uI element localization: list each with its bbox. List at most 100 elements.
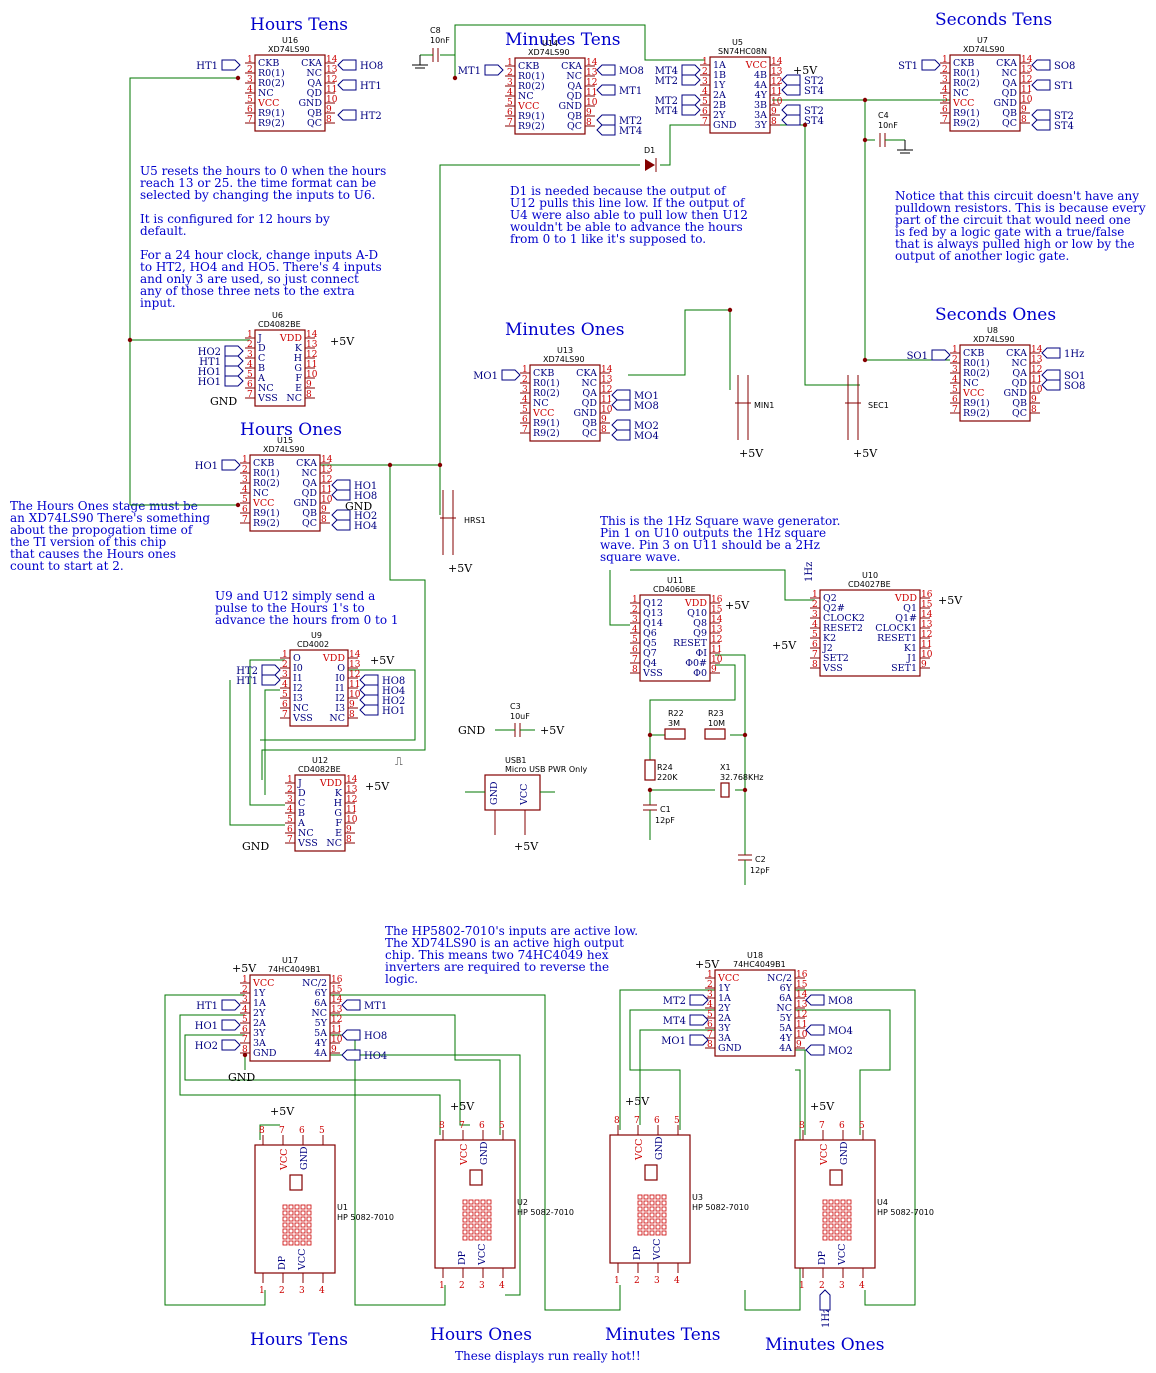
pin-number: 6 bbox=[282, 700, 288, 710]
net-label-text: MT2 bbox=[663, 996, 686, 1007]
pin-number: 7 bbox=[247, 115, 253, 125]
net-label-text: HT2 bbox=[236, 666, 258, 677]
sec1-switch[interactable]: SEC1 +5V bbox=[845, 375, 889, 460]
net-label-text: MO2 bbox=[634, 421, 659, 432]
ic-pin-label: 3Y bbox=[718, 1023, 731, 1034]
pin-number: 6 bbox=[654, 1116, 660, 1126]
ic-pin-label: NC bbox=[533, 398, 549, 409]
pin-number: 14 bbox=[321, 455, 333, 465]
ic-ref: U8 bbox=[987, 326, 998, 335]
pin-number: 11 bbox=[1031, 375, 1042, 385]
r22-value: 3M bbox=[668, 719, 680, 728]
display-gnd-label: GND bbox=[479, 1141, 490, 1165]
pin-number: 5 bbox=[674, 1116, 680, 1126]
ic-ref: U18 bbox=[747, 951, 763, 960]
ic-pin-label: 1Y bbox=[718, 983, 731, 994]
ic-pin-label: NC bbox=[566, 71, 582, 82]
ic-pin-label: QA bbox=[567, 81, 582, 92]
pin-number: 9 bbox=[346, 825, 352, 835]
min1-switch[interactable]: MIN1 +5V bbox=[735, 375, 774, 460]
pin-number: 4 bbox=[702, 87, 708, 97]
note-line: This is the 1Hz Square wave generator. bbox=[600, 514, 840, 528]
pin-number: 6 bbox=[507, 108, 513, 118]
note-line: For a 24 hour clock, change inputs A-D bbox=[140, 248, 378, 262]
ic-pin-label: 4B bbox=[754, 70, 767, 81]
ic-pin-label: 6A bbox=[314, 998, 327, 1009]
net-label-text: MO2 bbox=[828, 1046, 853, 1057]
net-label-text: HT1 bbox=[196, 61, 218, 72]
ic-pin-label: VCC bbox=[532, 408, 554, 419]
pin-number: 9 bbox=[771, 107, 777, 117]
pin-number: 8 bbox=[1031, 405, 1037, 415]
note-line: output of another logic gate. bbox=[895, 249, 1069, 263]
display-vcc-power: +5V bbox=[810, 1100, 835, 1113]
display-value: HP 5082-7010 bbox=[337, 1213, 394, 1222]
pin-number: 13 bbox=[306, 340, 318, 350]
ic-value: XD74LS90 bbox=[963, 45, 1005, 54]
ic-pin-label: RESET2 bbox=[823, 623, 863, 634]
r24-value: 220K bbox=[657, 773, 678, 782]
note-line: about the propogation time of bbox=[10, 523, 194, 537]
ic-pin-label: 4Y bbox=[315, 1038, 328, 1049]
note-line: reach 13 or 25. the time format can be bbox=[140, 176, 376, 190]
pin-number: 8 bbox=[614, 1116, 620, 1126]
pin-number: 2 bbox=[287, 785, 293, 795]
net-label: MT1 bbox=[458, 64, 504, 77]
ic-pin-label: 3Y bbox=[253, 1028, 266, 1039]
net-label-text: MT2 bbox=[655, 96, 678, 107]
hrs1-switch[interactable]: HRS1 +5V bbox=[440, 490, 486, 575]
ic-pin-label: QB bbox=[567, 111, 582, 122]
note-line: is fed by a logic gate with a true/false bbox=[895, 225, 1124, 239]
display-vcc2-label: VCC bbox=[837, 1244, 848, 1266]
pin-number: 2 bbox=[634, 1276, 640, 1286]
pin-number: 11 bbox=[331, 1025, 342, 1035]
ic-pin-label: K bbox=[295, 343, 303, 354]
pin-number: 12 bbox=[796, 1010, 807, 1020]
ic-pin-label: VSS bbox=[642, 668, 663, 679]
note-line: Notice that this circuit doesn't have an… bbox=[895, 189, 1139, 203]
ic-pin-label: SET1 bbox=[891, 663, 917, 674]
pin-number: 7 bbox=[812, 650, 818, 660]
r23-value: 10M bbox=[708, 719, 725, 728]
ic-ref: U17 bbox=[282, 956, 298, 965]
ic-pin-label: QC bbox=[582, 428, 597, 439]
pin-number: 1 bbox=[247, 330, 253, 340]
pin-number: 3 bbox=[632, 615, 638, 625]
pin-number: 2 bbox=[242, 985, 248, 995]
pin-number: 13 bbox=[586, 68, 598, 78]
display-vcc-power: +5V bbox=[450, 1100, 475, 1113]
pin-number: 13 bbox=[796, 1000, 808, 1010]
pin-number: 4 bbox=[507, 88, 513, 98]
net-label: MO8 bbox=[596, 64, 644, 77]
pin-number: 3 bbox=[839, 1281, 845, 1291]
pin-number: 1 bbox=[439, 1281, 445, 1291]
pin-number: 8 bbox=[799, 1121, 805, 1131]
ic-value: CD4060BE bbox=[653, 585, 696, 594]
net-label-text: MO8 bbox=[828, 996, 853, 1007]
pin-number: 4 bbox=[499, 1281, 505, 1291]
net-label-text: HO2 bbox=[198, 347, 221, 358]
r22-ref: R22 bbox=[668, 709, 684, 718]
pin-number: 2 bbox=[942, 65, 948, 75]
pin-number: 4 bbox=[859, 1281, 865, 1291]
pin-number: 16 bbox=[921, 590, 933, 600]
pin-number: 3 bbox=[654, 1276, 660, 1286]
junction-dot bbox=[647, 732, 653, 738]
ic-ref: U6 bbox=[272, 311, 283, 320]
net-label: HO2 bbox=[331, 509, 377, 522]
note-line: from 0 to 1 like it's supposed to. bbox=[510, 232, 706, 246]
net-label: SO8 bbox=[1041, 379, 1085, 392]
ic-pin-label: VSS bbox=[257, 393, 278, 404]
pin-number: 11 bbox=[321, 485, 332, 495]
net-label: HO4 bbox=[341, 1049, 387, 1062]
ic-pin-label: CKA bbox=[576, 368, 597, 379]
u6-gnd-label: GND bbox=[210, 395, 237, 408]
ic-pin-label: VCC bbox=[717, 973, 739, 984]
pin-number: 14 bbox=[601, 365, 613, 375]
ic-pin-label: NC/2 bbox=[302, 978, 327, 989]
pin-number: 3 bbox=[707, 990, 713, 1000]
net-label-text: ST2 bbox=[804, 106, 824, 117]
